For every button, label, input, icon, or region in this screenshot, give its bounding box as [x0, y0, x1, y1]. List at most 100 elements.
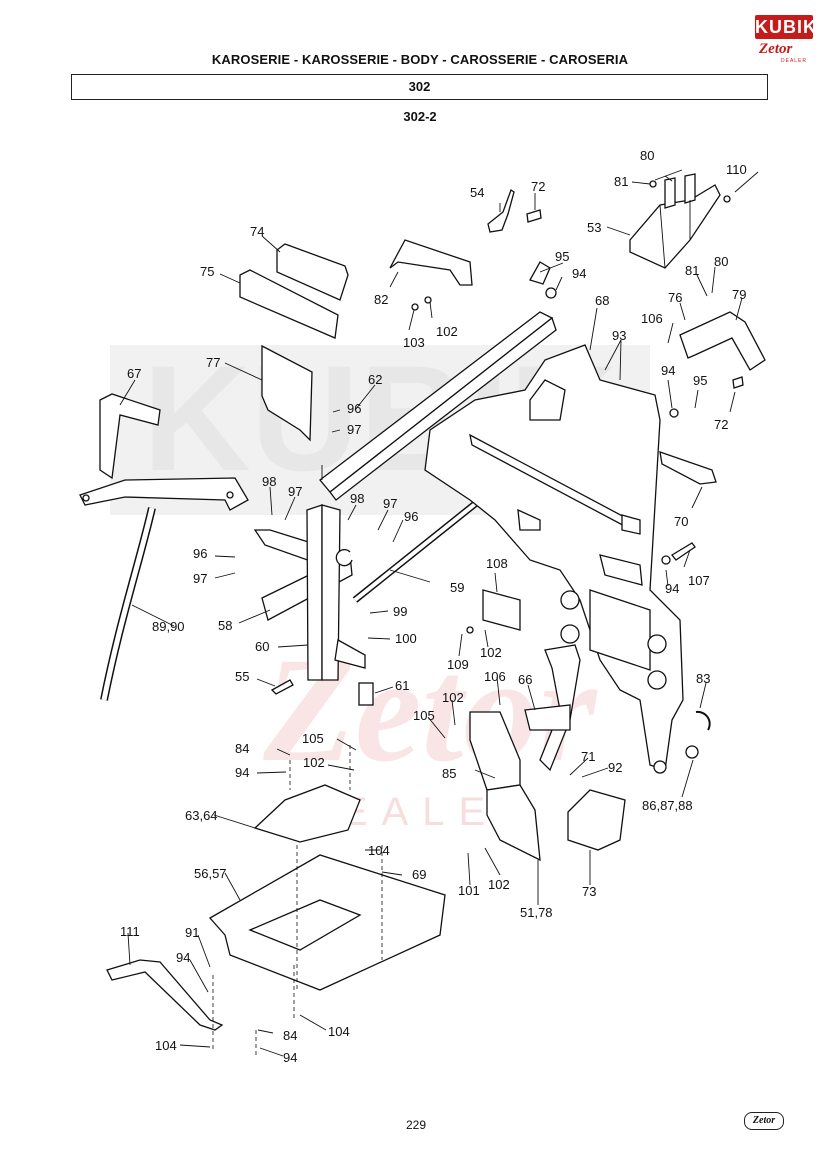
part-label: 75 — [200, 264, 214, 279]
part-label: 103 — [403, 335, 425, 350]
zetor-footer-logo: Zetor — [744, 1112, 784, 1130]
part-76-79-bracket — [679, 311, 766, 371]
part-label: 104 — [328, 1024, 350, 1039]
leader-lines — [119, 171, 759, 1057]
part-label: 70 — [674, 514, 688, 529]
part-label: 69 — [412, 867, 426, 882]
part-label: 105 — [413, 708, 435, 723]
part-label: 109 — [447, 657, 469, 672]
part-label: 84 — [283, 1028, 297, 1043]
part-label: 81 — [685, 263, 699, 278]
part-label: 66 — [518, 672, 532, 687]
part-94-washer-right — [669, 408, 679, 418]
part-label: 102 — [488, 877, 510, 892]
page-number: 229 — [405, 1118, 427, 1132]
part-label: 106 — [641, 311, 663, 326]
subsection-number: 302-2 — [403, 109, 437, 124]
part-label: 102 — [480, 645, 502, 660]
part-label: 80 — [640, 148, 654, 163]
part-51-78-cover — [486, 784, 541, 862]
part-label: 63,64 — [185, 808, 218, 823]
part-label: 100 — [395, 631, 417, 646]
part-label: 61 — [395, 678, 409, 693]
part-label: 94 — [176, 950, 190, 965]
part-58-60-frame — [253, 504, 366, 681]
part-label: 59 — [450, 580, 464, 595]
part-label: 93 — [612, 328, 626, 343]
part-label: 97 — [193, 571, 207, 586]
part-label: 99 — [393, 604, 407, 619]
part-label: 72 — [531, 179, 545, 194]
part-label: 62 — [368, 372, 382, 387]
part-53-bracket — [629, 169, 731, 269]
part-label: 84 — [235, 741, 249, 756]
part-labels: 80 110 81 72 54 53 95 94 74 75 82 80 81 … — [120, 148, 747, 1065]
part-label: 95 — [555, 249, 569, 264]
part-label: 89,90 — [152, 619, 185, 634]
part-72-clip-right — [732, 376, 744, 389]
part-61-spacer — [358, 682, 374, 706]
part-label: 94 — [235, 765, 249, 780]
part-82-bracket — [389, 239, 473, 286]
part-label: 54 — [470, 185, 484, 200]
part-label: 86,87,88 — [642, 798, 693, 813]
part-label: 81 — [614, 174, 628, 189]
part-label: 107 — [688, 573, 710, 588]
part-label: 94 — [572, 266, 586, 281]
part-label: 95 — [693, 373, 707, 388]
part-label: 80 — [714, 254, 728, 269]
section-number-box: 302 — [71, 74, 768, 100]
part-label: 94 — [283, 1050, 297, 1065]
part-label: 104 — [368, 843, 390, 858]
part-70-bracket — [659, 451, 717, 485]
logo-zetor-text: Zetor — [759, 41, 793, 57]
part-label: 68 — [595, 293, 609, 308]
part-label: 96 — [193, 546, 207, 561]
part-label: 76 — [668, 290, 682, 305]
part-label: 53 — [587, 220, 601, 235]
part-108-plate — [482, 589, 521, 631]
part-77-plate — [261, 344, 313, 442]
part-label: 102 — [442, 690, 464, 705]
part-label: 83 — [696, 671, 710, 686]
part-label: 96 — [347, 401, 361, 416]
part-107-bolt — [671, 542, 696, 561]
part-label: 104 — [155, 1038, 177, 1053]
part-62-channel — [319, 311, 557, 501]
part-label: 73 — [582, 884, 596, 899]
part-75-plate — [239, 269, 339, 339]
part-72-clip-top — [526, 209, 542, 223]
logo-dealer-text: DEALER — [781, 58, 808, 64]
part-label: 91 — [185, 925, 199, 940]
part-label: 55 — [235, 669, 249, 684]
part-label: 98 — [262, 474, 276, 489]
part-label: 98 — [350, 491, 364, 506]
part-label: 106 — [484, 669, 506, 684]
part-label: 51,78 — [520, 905, 553, 920]
part-63-64-console — [253, 784, 361, 843]
part-73-box — [567, 789, 626, 851]
part-67-bracket — [79, 393, 249, 511]
part-label: 72 — [714, 417, 728, 432]
part-label: 108 — [486, 556, 508, 571]
part-label: 102 — [436, 324, 458, 339]
part-label: 60 — [255, 639, 269, 654]
part-label: 77 — [206, 355, 220, 370]
part-label: 58 — [218, 618, 232, 633]
part-label: 71 — [581, 749, 595, 764]
part-86-washer — [685, 745, 699, 759]
part-74-plate — [276, 243, 349, 301]
logo-kubik-text: KUBIK — [755, 15, 817, 39]
part-label: 105 — [302, 731, 324, 746]
page-title: KAROSERIE - KAROSSERIE - BODY - CAROSSER… — [211, 52, 629, 67]
part-label: 97 — [383, 496, 397, 511]
part-label: 94 — [661, 363, 675, 378]
part-94-washer-top — [545, 287, 557, 299]
part-111-step-bracket — [106, 959, 224, 1031]
part-label: 97 — [288, 484, 302, 499]
part-label: 110 — [726, 162, 747, 177]
part-label: 56,57 — [194, 866, 227, 881]
part-label: 94 — [665, 581, 679, 596]
part-label: 111 — [120, 924, 140, 939]
